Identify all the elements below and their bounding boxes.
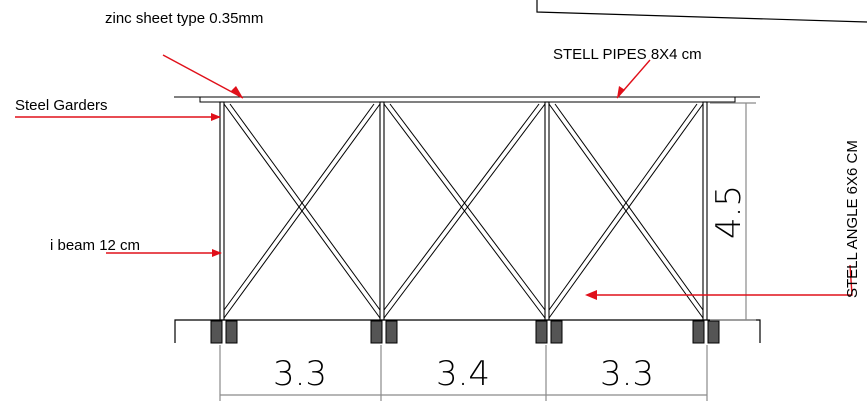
height-dimension: 4.5 bbox=[709, 185, 749, 239]
span-dimension-2: 3.4 bbox=[436, 354, 490, 394]
leader-lines bbox=[15, 54, 853, 296]
cross-bracing bbox=[223, 103, 704, 319]
span-dimension-3: 3.3 bbox=[600, 354, 654, 394]
footing-1 bbox=[210, 320, 238, 344]
steel-angle-leader bbox=[595, 264, 853, 296]
span-dimension-line bbox=[219, 345, 708, 401]
span-dimension-1: 3.3 bbox=[273, 354, 327, 394]
height-dimension-line bbox=[710, 102, 756, 321]
column-4 bbox=[702, 101, 708, 321]
column-1 bbox=[219, 101, 225, 321]
roof-sheet bbox=[174, 96, 760, 103]
title-block-frame bbox=[536, 0, 867, 23]
footing-2 bbox=[370, 320, 398, 344]
column-2 bbox=[379, 101, 385, 321]
footing-3 bbox=[535, 320, 563, 344]
ground-line bbox=[174, 319, 761, 343]
zinc-sheet-leader bbox=[162, 54, 244, 99]
zinc-sheet-label: zinc sheet type 0.35mm bbox=[105, 10, 263, 27]
footings bbox=[210, 320, 720, 344]
i-beam-label: i beam 12 cm bbox=[50, 237, 140, 254]
steel-angle-label: STELL ANGLE 6X6 CM bbox=[844, 140, 861, 298]
footing-4 bbox=[692, 320, 720, 344]
steel-garders-label: Steel Garders bbox=[15, 97, 108, 114]
columns bbox=[219, 101, 708, 321]
column-3 bbox=[544, 101, 550, 321]
leader-arrowheads bbox=[211, 86, 625, 300]
steel-pipes-label: STELL PIPES 8X4 cm bbox=[553, 46, 702, 63]
